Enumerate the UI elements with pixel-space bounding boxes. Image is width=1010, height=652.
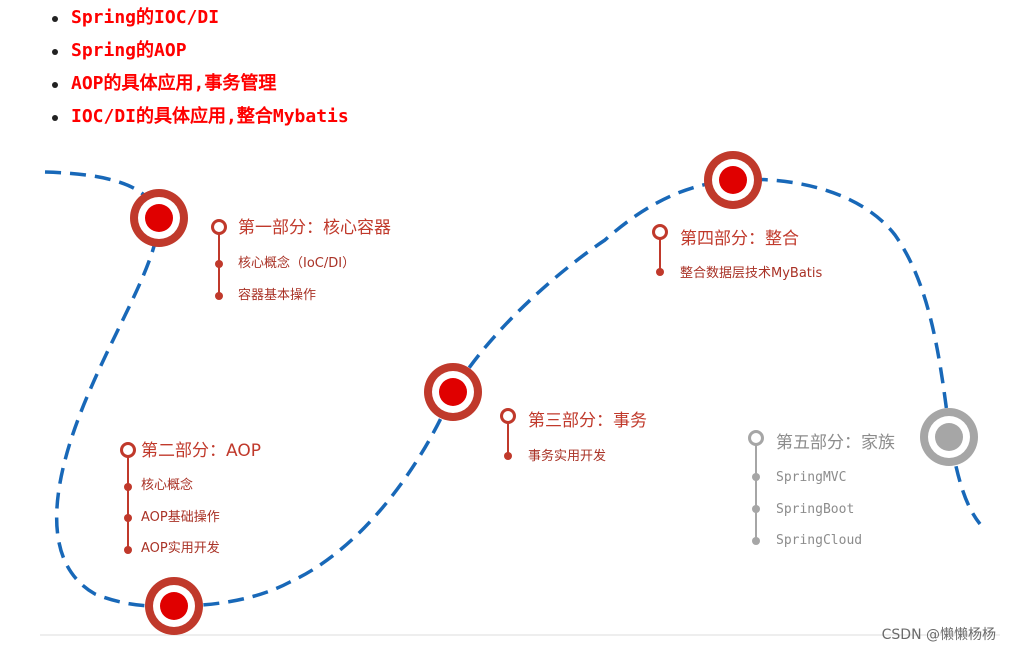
roadmap-path — [44, 170, 982, 609]
section-item: 核心概念（IoC/DI） — [238, 256, 356, 271]
milestone-node-family — [920, 408, 978, 466]
timeline-head-marker — [748, 430, 764, 446]
milestone-node-aop — [145, 577, 203, 635]
topic-item: Spring的IOC/DI — [52, 4, 349, 37]
topic-list: Spring的IOC/DI Spring的AOP AOP的具体应用,事务管理 I… — [52, 4, 349, 136]
section-title: 第一部分：核心容器 — [238, 218, 391, 238]
section-item: 事务实用开发 — [528, 449, 607, 464]
topic-item: AOP的具体应用,事务管理 — [52, 70, 349, 103]
section-timeline — [120, 442, 136, 554]
section-item: 整合数据层技术MyBatis — [680, 266, 823, 281]
timeline-dot — [752, 473, 760, 481]
milestone-node-transaction — [424, 363, 482, 421]
timeline-dot — [752, 537, 760, 545]
section-title: 第二部分：AOP — [141, 441, 261, 461]
timeline-head-marker — [500, 408, 516, 424]
timeline-head-marker — [211, 219, 227, 235]
milestone-core — [439, 378, 467, 406]
topic-item: Spring的AOP — [52, 37, 349, 70]
timeline-dot — [656, 268, 664, 276]
section-timeline — [748, 430, 764, 545]
timeline-dot — [124, 546, 132, 554]
timeline-dot — [124, 483, 132, 491]
section-item: SpringBoot — [776, 502, 855, 517]
timeline-dot — [215, 260, 223, 268]
milestone-core — [145, 204, 173, 232]
milestone-node-integration — [704, 151, 762, 209]
section-item: SpringMVC — [776, 470, 847, 485]
timeline-head-marker — [652, 224, 668, 240]
timeline-head-marker — [120, 442, 136, 458]
section-timeline — [500, 408, 516, 460]
section-item: 核心概念 — [141, 478, 194, 493]
section-item: AOP实用开发 — [141, 541, 220, 556]
timeline-dot — [752, 505, 760, 513]
section-item: 容器基本操作 — [238, 288, 317, 303]
section-title: 第五部分：家族 — [776, 433, 895, 453]
milestone-node-core-container — [130, 189, 188, 247]
section-item: AOP基础操作 — [141, 510, 220, 525]
milestone-core — [719, 166, 747, 194]
section-timeline — [211, 219, 227, 300]
milestone-core — [160, 592, 188, 620]
watermark: CSDN @懒懒杨杨 — [881, 627, 996, 643]
topic-item: IOC/DI的具体应用,整合Mybatis — [52, 103, 349, 136]
timeline-dot — [124, 514, 132, 522]
section-timeline — [652, 224, 668, 276]
timeline-dot — [215, 292, 223, 300]
milestone-core — [935, 423, 963, 451]
section-title: 第三部分：事务 — [528, 411, 647, 431]
section-title: 第四部分：整合 — [680, 229, 799, 249]
timeline-dot — [504, 452, 512, 460]
section-item: SpringCloud — [776, 533, 863, 548]
